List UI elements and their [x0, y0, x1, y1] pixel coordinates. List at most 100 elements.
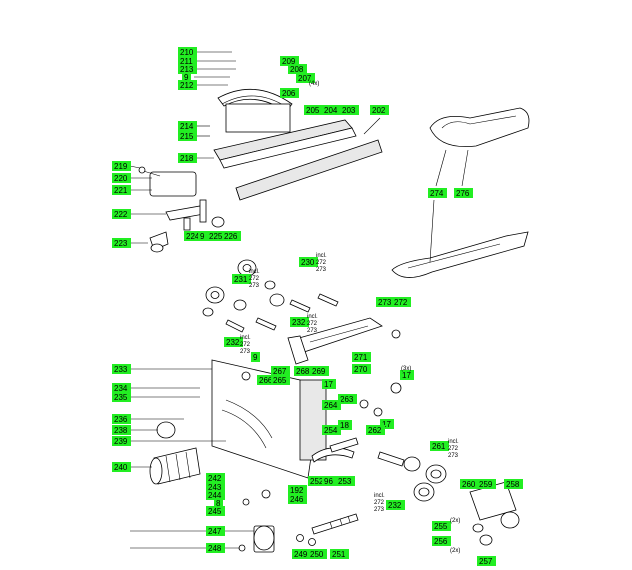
part-label-9a: 9: [182, 72, 191, 82]
part-label-box: [366, 425, 385, 435]
part-label-235: 235: [112, 392, 131, 402]
part-drawings: [138, 88, 530, 553]
part-label-18: 18: [338, 420, 352, 430]
part-number: 258: [506, 480, 520, 489]
part-label-246: 246: [288, 494, 307, 504]
part-label-242: 242: [206, 473, 225, 483]
part-number: 243: [208, 483, 222, 492]
part-number: 212: [180, 81, 194, 90]
part-number: 221: [114, 186, 128, 195]
part-number: 262: [368, 426, 382, 435]
part-label-box: [206, 490, 225, 500]
part-number: 9: [184, 73, 189, 82]
part-number: 248: [208, 544, 222, 553]
part-number: 240: [114, 463, 128, 472]
part-number: 251: [332, 550, 346, 559]
part-label-box: [112, 414, 131, 424]
part-label-box: [504, 479, 523, 489]
part-label-274: 274: [428, 188, 447, 198]
part-number: 239: [114, 437, 128, 446]
part-label-214: 214: [178, 121, 197, 131]
part-label-box: [178, 153, 197, 163]
part-number: 210: [180, 48, 194, 57]
part-label-276: 276: [454, 188, 473, 198]
part-number: 203: [342, 106, 356, 115]
part-number: 230: [301, 258, 315, 267]
part-number: 213: [180, 65, 194, 74]
part-label-box: [280, 88, 299, 98]
part-label-box: [294, 366, 313, 376]
part-label-box: [112, 209, 131, 219]
incl-note-232c-272: 272: [374, 500, 385, 506]
part-number: 260: [462, 480, 476, 489]
part-label-258: 258: [504, 479, 523, 489]
part-label-220: 220: [112, 173, 131, 183]
part-number: 232: [226, 338, 240, 347]
part-label-257: 257: [477, 556, 496, 566]
part-label-box: [432, 536, 451, 546]
part-label-box: [112, 383, 131, 393]
part-label-232a: 232: [290, 317, 309, 327]
part-label-box: [206, 506, 225, 516]
part-label-251: 251: [330, 549, 349, 559]
part-number: 247: [208, 527, 222, 536]
part-number: 263: [340, 395, 354, 404]
part-number: 17: [402, 371, 411, 380]
part-label-box: [340, 105, 359, 115]
incl-note-230: incl.: [316, 253, 327, 259]
part-number: 215: [180, 132, 194, 141]
part-label-box: [352, 352, 371, 362]
part-label-204: 204: [322, 105, 341, 115]
part-label-202: 202: [370, 105, 389, 115]
qty-note-4x: (4x): [309, 81, 319, 87]
part-label-box: [112, 238, 131, 248]
part-number: 209: [282, 57, 296, 66]
incl-note-231-272: 272: [249, 276, 260, 282]
part-label-box: [206, 543, 225, 553]
part-label-box: [322, 476, 336, 486]
part-label-box: [112, 185, 131, 195]
part-label-box: [308, 476, 327, 486]
part-number: 234: [114, 384, 128, 393]
incl-note-231: incl.: [249, 269, 260, 275]
part-label-17a: 17: [400, 370, 414, 380]
part-label-box: [292, 549, 311, 559]
part-label-254: 254: [322, 425, 341, 435]
part-label-213: 213: [178, 64, 197, 74]
part-label-248: 248: [206, 543, 225, 553]
part-label-box: [392, 297, 411, 307]
part-number: 252: [310, 477, 324, 486]
part-number: 235: [114, 393, 128, 402]
part-number: 238: [114, 426, 128, 435]
part-label-box: [336, 476, 355, 486]
notes: incl. 272 273 incl. 272 273 incl. 272 27…: [240, 81, 460, 554]
part-label-box: [296, 73, 315, 83]
part-label-212: 212: [178, 80, 197, 90]
part-label-box: [214, 498, 223, 508]
part-label-box: [338, 420, 352, 430]
part-label-box: [460, 479, 479, 489]
part-number: 257: [479, 557, 493, 566]
part-label-268: 268: [294, 366, 313, 376]
part-label-250: 250: [308, 549, 327, 559]
part-label-box: [322, 425, 341, 435]
part-label-247: 247: [206, 526, 225, 536]
part-label-box: [182, 72, 191, 82]
part-label-17b: 17: [322, 379, 336, 389]
part-label-232b: 232: [224, 337, 243, 347]
part-label-box: [477, 479, 496, 489]
part-number: 17: [324, 380, 333, 389]
part-label-box: [288, 485, 307, 495]
part-label-box: [338, 394, 357, 404]
part-number: 224: [186, 232, 200, 241]
part-label-224: 224: [184, 231, 203, 241]
part-label-box: [112, 161, 131, 171]
part-label-box: [184, 231, 203, 241]
part-number: 233: [114, 365, 128, 374]
part-label-box: [112, 425, 131, 435]
part-number: 218: [180, 154, 194, 163]
part-number: 211: [180, 57, 193, 66]
part-label-box: [380, 419, 394, 429]
part-label-box: [271, 366, 290, 376]
